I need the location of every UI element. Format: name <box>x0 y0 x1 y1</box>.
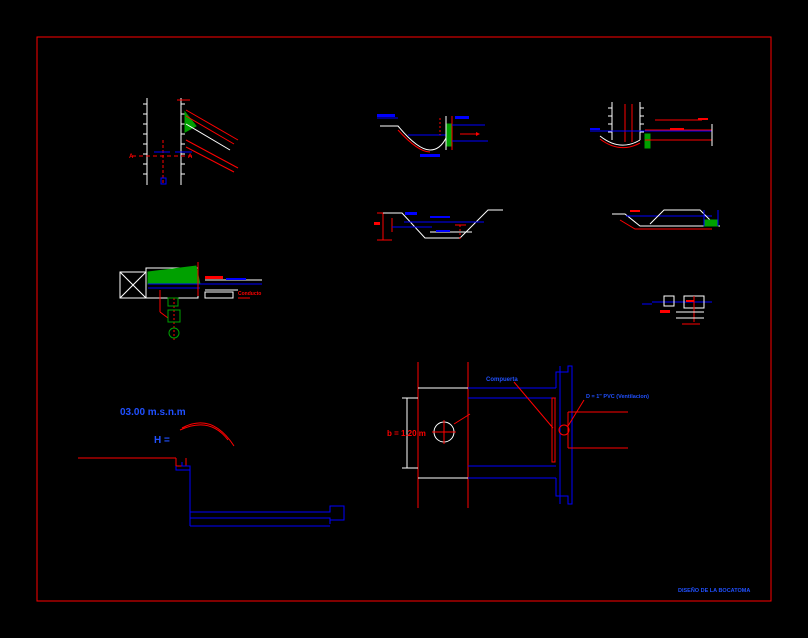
detail-gauge-channel <box>590 102 713 149</box>
elevation-label: 03.00 m.s.n.m <box>120 407 186 418</box>
detail-channel-right <box>612 209 720 230</box>
b-dimension-label: b = 1.20 m <box>387 429 426 438</box>
head-label: H = <box>154 435 170 446</box>
compuerta-label: Compuerta <box>486 377 518 383</box>
tubo-label: D = 1" PVC (Ventilacion) <box>586 394 649 400</box>
conducto-label: Conducto <box>238 291 261 297</box>
detail-weir-profile: 03.00 m.s.n.m H = <box>78 407 345 527</box>
svg-text:A: A <box>188 154 193 160</box>
detail-channel-section <box>377 114 488 157</box>
title-block-label: DISEÑO DE LA BOCATOMA <box>678 587 750 594</box>
drawing-frame <box>36 36 772 602</box>
detail-intake-gate: b = 1.20 m Compuerta D = 1" PVC (Ventila… <box>387 362 649 508</box>
svg-text:A: A <box>129 154 134 160</box>
detail-gauge-slope: A A <box>129 98 239 185</box>
detail-trapezoidal-channel <box>374 209 503 241</box>
detail-small-structure <box>642 295 712 325</box>
detail-intake-plan: Conducto <box>119 262 262 340</box>
